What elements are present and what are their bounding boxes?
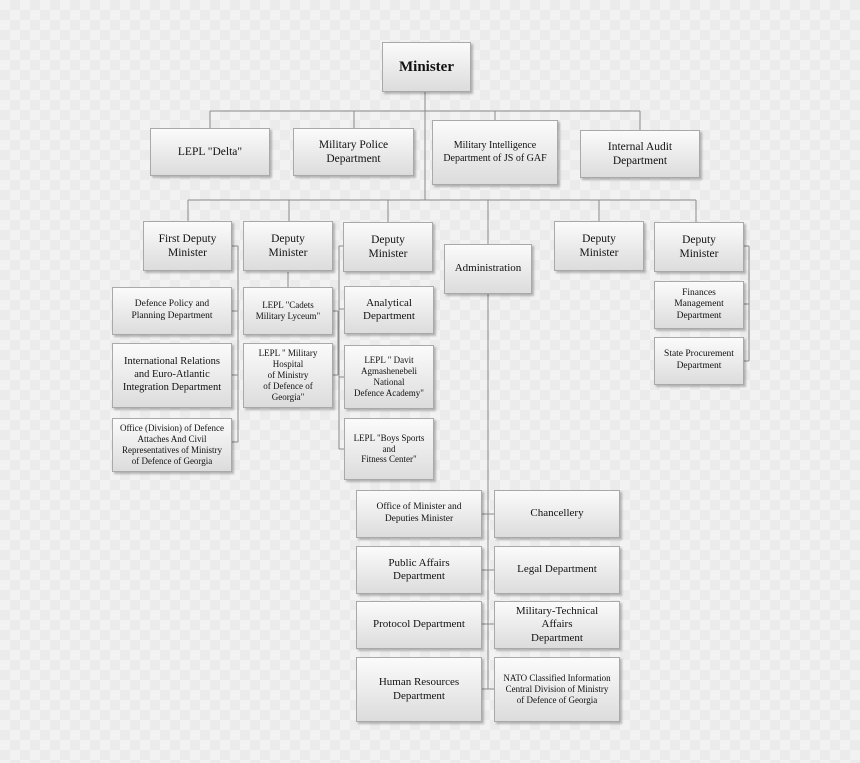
military-hospital-label: LEPL " Military Hospital of Ministry of …	[258, 348, 318, 402]
deputy-minister-3-label: Deputy Minister	[368, 233, 408, 260]
military-police-label: Military Police Department	[318, 138, 389, 165]
protocol-department-box: Protocol Department	[356, 601, 482, 649]
legal-department-box: Legal Department	[494, 546, 620, 594]
deputy-minister-6-label: Deputy Minister	[679, 233, 719, 260]
protocol-department-label: Protocol Department	[373, 618, 465, 631]
chancellery-label: Chancellery	[530, 507, 584, 520]
administration-box: Administration	[444, 244, 532, 294]
legal-department-label: Legal Department	[517, 563, 597, 576]
public-affairs-label: Public Affairs Department	[388, 556, 450, 582]
human-resources-label: Human Resources Department	[378, 676, 460, 702]
deputy-minister-3-box: Deputy Minister	[343, 222, 433, 272]
military-technical-affairs-label: Military-Technical Affairs Department	[515, 604, 599, 644]
defence-attaches-office-label: Office (Division) of Defence Attaches An…	[119, 423, 225, 466]
chancellery-box: Chancellery	[494, 490, 620, 538]
internal-audit-label: Internal Audit Department	[607, 140, 673, 167]
minister-box: Minister	[382, 42, 471, 92]
deputy-minister-5-box: Deputy Minister	[554, 221, 644, 271]
cadets-lyceum-box: LEPL "Cadets Military Lyceum"	[243, 287, 333, 335]
nato-classified-info-box: NATO Classified Information Central Divi…	[494, 657, 620, 722]
analytical-department-label: Analytical Department	[363, 296, 415, 322]
international-relations-label: International Relations and Euro-Atlanti…	[122, 356, 222, 393]
first-deputy-minister-box: First Deputy Minister	[143, 221, 232, 271]
minister-label: Minister	[399, 58, 454, 75]
defence-academy-box: LEPL " Davit Agmashenebeli National Defe…	[344, 345, 434, 409]
minister-office-label: Office of Minister and Deputies Minister	[376, 502, 462, 524]
internal-audit-box: Internal Audit Department	[580, 130, 700, 178]
military-hospital-box: LEPL " Military Hospital of Ministry of …	[243, 343, 333, 408]
delta-box: LEPL "Delta"	[150, 128, 270, 176]
analytical-department-box: Analytical Department	[344, 286, 434, 334]
nato-classified-info-label: NATO Classified Information Central Divi…	[503, 673, 611, 705]
deputy-minister-5-label: Deputy Minister	[579, 232, 619, 259]
defence-academy-label: LEPL " Davit Agmashenebeli National Defe…	[354, 355, 424, 398]
boys-sports-center-box: LEPL "Boys Sports and Fitness Center"	[344, 418, 434, 480]
minister-office-box: Office of Minister and Deputies Minister	[356, 490, 482, 538]
cadets-lyceum-label: LEPL "Cadets Military Lyceum"	[255, 300, 321, 321]
administration-label: Administration	[454, 262, 522, 275]
public-affairs-box: Public Affairs Department	[356, 546, 482, 594]
finances-management-label: Finances Management Department	[674, 287, 724, 321]
military-technical-affairs-box: Military-Technical Affairs Department	[494, 601, 620, 649]
human-resources-box: Human Resources Department	[356, 657, 482, 722]
finances-management-box: Finances Management Department	[654, 281, 744, 329]
international-relations-box: International Relations and Euro-Atlanti…	[112, 343, 232, 408]
military-intelligence-label: Military Intelligence Department of JS o…	[443, 140, 547, 164]
defence-attaches-office-box: Office (Division) of Defence Attaches An…	[112, 418, 232, 472]
boys-sports-center-label: LEPL "Boys Sports and Fitness Center"	[353, 432, 425, 465]
defence-policy-box: Defence Policy and Planning Department	[112, 287, 232, 335]
delta-label: LEPL "Delta"	[177, 145, 243, 158]
deputy-minister-2-label: Deputy Minister	[268, 232, 308, 259]
deputy-minister-2-box: Deputy Minister	[243, 221, 333, 271]
military-intelligence-box: Military Intelligence Department of JS o…	[432, 120, 558, 185]
defence-policy-label: Defence Policy and Planning Department	[131, 299, 213, 321]
first-deputy-minister-label: First Deputy Minister	[158, 232, 217, 259]
deputy-minister-6-box: Deputy Minister	[654, 222, 744, 272]
state-procurement-label: State Procurement Department	[664, 349, 734, 371]
state-procurement-box: State Procurement Department	[654, 337, 744, 385]
military-police-box: Military Police Department	[293, 128, 414, 176]
